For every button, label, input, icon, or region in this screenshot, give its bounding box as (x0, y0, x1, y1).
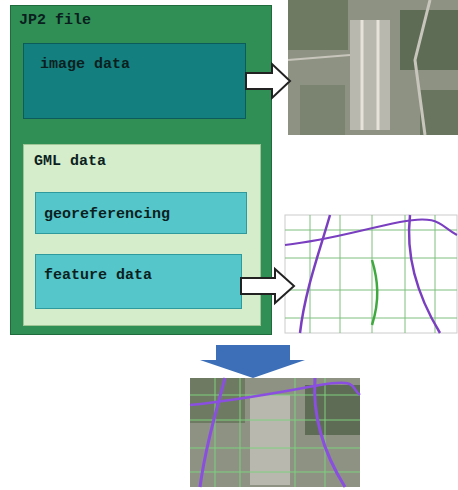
pointer-arrow (241, 269, 294, 303)
combined-road (190, 383, 360, 405)
photo-runway (361, 20, 364, 130)
photo-road (288, 55, 350, 60)
map-road (285, 219, 457, 245)
box-label: feature data (44, 267, 152, 285)
vector-map (285, 215, 457, 333)
box-label: image data (40, 56, 130, 74)
aerial-photo (288, 0, 458, 135)
combined-ground (190, 378, 360, 487)
box-label: georeferencing (44, 206, 170, 224)
map-grid (285, 215, 457, 333)
photo-road (415, 0, 430, 135)
group-box: GML data georeferencing feature data (23, 144, 261, 326)
photo-airfield (350, 20, 390, 130)
file-box: JP2 file image dataGML data georeferencing… (10, 5, 272, 335)
photo-patch (300, 85, 345, 135)
pointer-arrow (246, 64, 290, 98)
combined-grid (190, 378, 360, 487)
map-ground (285, 215, 457, 333)
photo-patch (400, 10, 458, 70)
combined-image (190, 378, 360, 487)
down-arrow (200, 345, 305, 378)
photo-ground (288, 0, 458, 135)
map-road (409, 215, 440, 333)
combined-road (315, 378, 345, 487)
data-box: georeferencing (35, 192, 247, 234)
data-box: feature data (35, 254, 242, 309)
photo-patch (420, 90, 458, 135)
map-road (300, 215, 330, 333)
map-stream (372, 260, 377, 325)
box-label: JP2 file (19, 12, 91, 30)
combined-road (200, 378, 225, 487)
box-label: GML data (34, 153, 106, 171)
merge-arrow (200, 345, 305, 378)
photo-runway (377, 20, 380, 130)
photo-patch (288, 0, 348, 50)
data-box: image data (23, 43, 246, 119)
